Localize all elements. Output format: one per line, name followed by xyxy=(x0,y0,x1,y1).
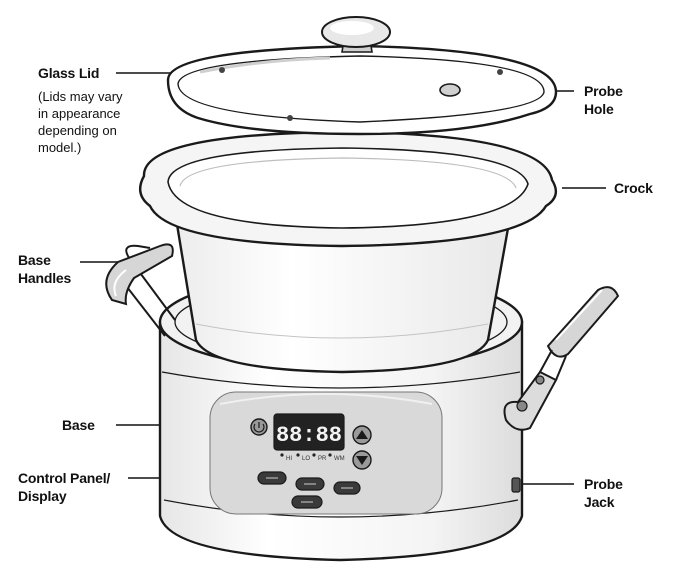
label-probe-hole-1: Probe xyxy=(584,83,623,99)
label-probe-jack-1: Probe xyxy=(584,476,623,492)
label-lid-note-2: in appearance xyxy=(38,106,121,121)
display-indicators: HI LO PR WM xyxy=(280,453,345,462)
label-lid-note-4: model.) xyxy=(38,140,82,155)
label-base-handles-1: Base xyxy=(18,252,51,268)
probe-jack xyxy=(511,477,521,493)
label-probe-hole-2: Hole xyxy=(584,101,614,117)
label-lid-note-3: depending on xyxy=(38,123,117,138)
crock xyxy=(138,130,558,374)
base-handle-left xyxy=(105,243,176,337)
label-probe-jack-2: Jack xyxy=(584,494,615,510)
indicator-lo: LO xyxy=(302,456,310,462)
label-control-panel-2: Display xyxy=(18,488,67,504)
down-arrow-icon xyxy=(356,456,368,465)
indicator-hi: HI xyxy=(286,456,292,462)
indicator-wm: WM xyxy=(334,456,345,462)
up-arrow-icon xyxy=(356,430,368,439)
control-panel: 88:88 HI LO PR WM xyxy=(209,391,443,515)
label-base-handles-2: Handles xyxy=(18,270,72,286)
label-base: Base xyxy=(62,417,95,433)
label-lid-note-1: (Lids may vary xyxy=(38,89,123,104)
glass-lid xyxy=(166,16,558,136)
led-display xyxy=(273,413,345,451)
label-control-panel-1: Control Panel/ xyxy=(18,470,111,486)
label-glass-lid: Glass Lid xyxy=(38,65,100,81)
base-handle-right xyxy=(503,286,620,431)
label-crock: Crock xyxy=(614,180,653,196)
probe-hole xyxy=(439,83,461,97)
indicator-pr: PR xyxy=(318,456,327,462)
display-digits: 88:88 xyxy=(276,423,342,448)
